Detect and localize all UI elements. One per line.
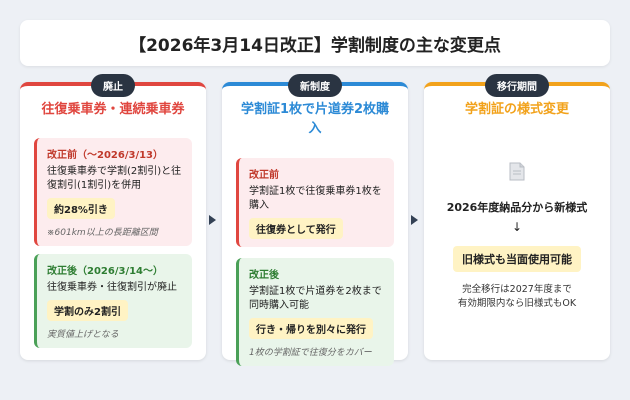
highlight-chip: 旧様式も当面使用可能 xyxy=(453,246,581,272)
status-badge-abolished: 廃止 xyxy=(91,74,135,97)
after-box: 改正後 学割証1枚で片道券を2枚まで同時購入可能 行き・帰りを別々に発行 1枚の… xyxy=(236,258,394,366)
card-heading: 往復乗車券・連続乗車券 xyxy=(41,102,185,117)
before-box: 改正前（〜2026/3/13） 往復乗車券で学割(2割引)と往復割引(1割引)を… xyxy=(34,138,192,246)
footer-line: 完全移行は2027年度まで xyxy=(462,284,572,295)
card-new-system: 新制度 学割証1枚で片道券2枚購入 改正前 学割証1枚で往復乗車券1枚を購入 往… xyxy=(222,74,408,366)
box-label: 改正後（2026/3/14〜） xyxy=(47,266,164,277)
page-title: 【2026年3月14日改正】学割制度の主な変更点 xyxy=(20,20,610,66)
card-abolished: 廃止 往復乗車券・連続乗車券 改正前（〜2026/3/13） 往復乗車券で学割(… xyxy=(20,74,206,360)
card-heading: 学割証の様式変更 xyxy=(464,102,569,117)
arrow-down-icon: ↓ xyxy=(511,220,523,234)
footer-line: 有効期限内なら旧様式もOK xyxy=(457,298,577,309)
before-box: 改正前 学割証1枚で往復乗車券1枚を購入 往復券として発行 xyxy=(236,158,394,247)
box-note: 1枚の学割証で往復分をカバー xyxy=(249,348,372,358)
status-badge-transition: 移行期間 xyxy=(485,74,549,97)
status-badge-new: 新制度 xyxy=(288,74,342,97)
new-format-text: 2026年度納品分から新様式 xyxy=(446,201,588,214)
highlight-chip: 行き・帰りを別々に発行 xyxy=(249,318,373,339)
box-note: 実質値上げとなる xyxy=(47,330,119,340)
box-text: 学割証1枚で往復乗車券1枚を購入 xyxy=(249,186,382,211)
arrow-right-icon xyxy=(209,215,216,225)
box-text: 往復乗車券で学割(2割引)と往復割引(1割引)を併用 xyxy=(47,166,182,191)
box-label: 改正前（〜2026/3/13） xyxy=(47,150,164,161)
highlight-chip: 学割のみ2割引 xyxy=(47,300,128,321)
arrow-right-icon xyxy=(411,215,418,225)
card-heading: 学割証1枚で片道券2枚購入 xyxy=(240,102,390,136)
after-box: 改正後（2026/3/14〜） 往復乗車券・往復割引が廃止 学割のみ2割引 実質… xyxy=(34,254,192,348)
box-note: ※601km以上の長距離区間 xyxy=(47,228,158,238)
card-transition: 移行期間 学割証の様式変更 2026年度納品分から新様式 ↓ 旧様式も当面使用可… xyxy=(424,74,610,360)
box-label: 改正前 xyxy=(249,170,279,181)
highlight-chip: 約28%引き xyxy=(47,198,115,219)
highlight-chip: 往復券として発行 xyxy=(249,218,343,239)
footer-note: 完全移行は2027年度まで 有効期限内なら旧様式もOK xyxy=(424,283,610,311)
document-icon xyxy=(509,162,525,181)
box-text: 往復乗車券・往復割引が廃止 xyxy=(47,282,177,293)
box-label: 改正後 xyxy=(249,270,279,281)
box-text: 学割証1枚で片道券を2枚まで同時購入可能 xyxy=(249,286,382,311)
